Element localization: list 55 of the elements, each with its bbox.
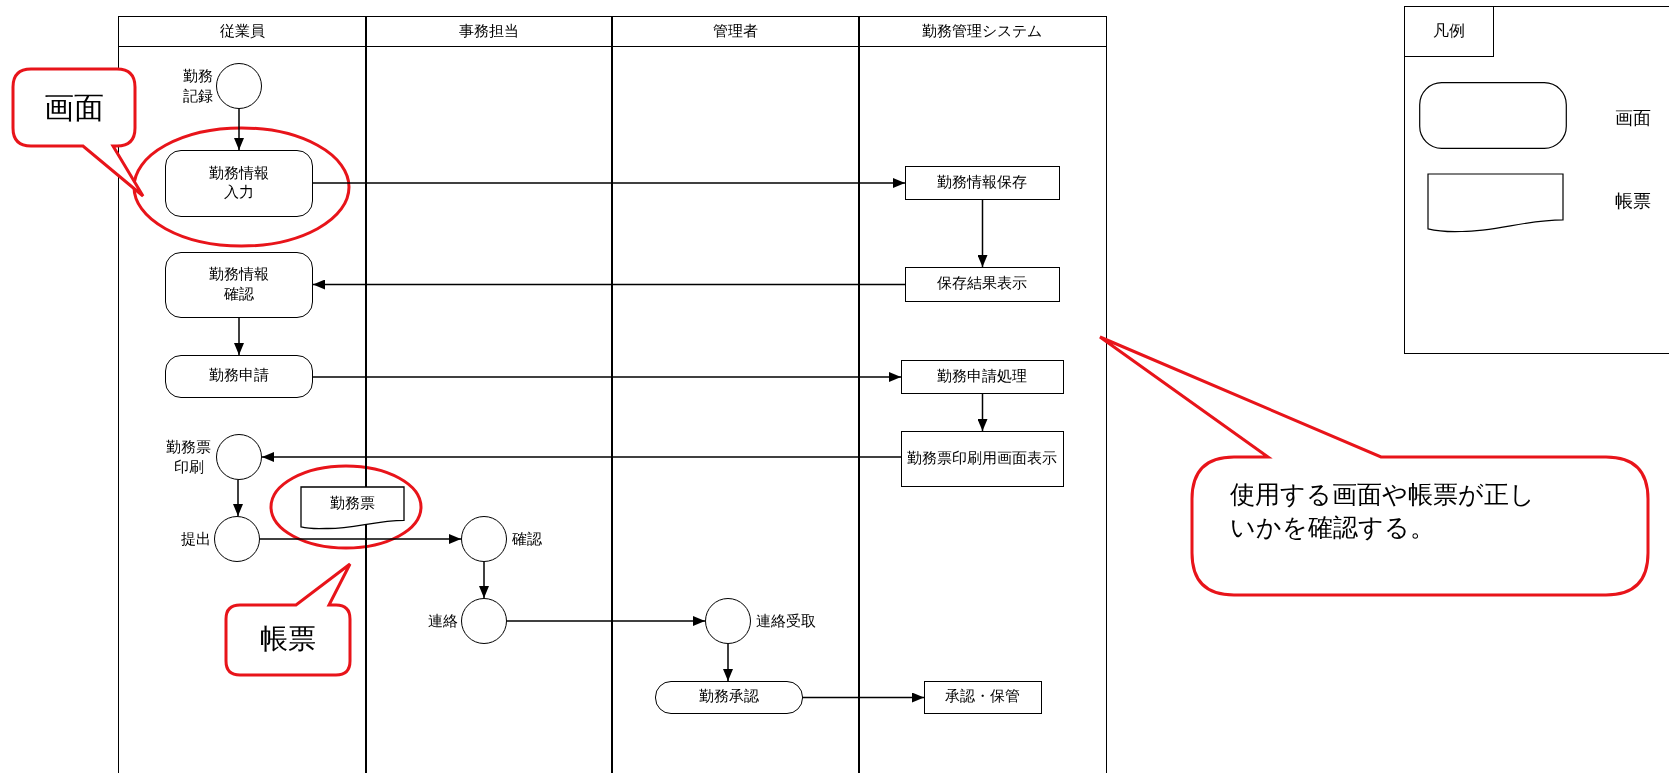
lane-heading: 事務担当 [366,17,612,47]
box-label: 勤務申請処理 [937,366,1027,387]
process-box [923,680,1042,714]
step-label: 連絡受取 [755,610,816,631]
process-box [904,266,1060,302]
arrow [233,479,243,517]
lane-heading: 勤務管理システム [859,17,1106,47]
step-label: 連絡 [427,610,458,631]
box-label: 勤務情報確認 [207,265,270,304]
arrow [312,178,906,188]
box-label: 勤務票印刷用画面表示 [907,448,1057,469]
arrow [259,534,462,544]
box-label: 勤務申請 [208,366,269,386]
swimlane [611,16,860,773]
screen-box [164,251,313,318]
arrow [506,616,706,626]
arrow [479,561,489,599]
lane-heading: 管理者 [612,17,859,47]
swimlane [858,16,1107,773]
arrow [234,317,244,356]
callout-bubble [1097,334,1651,598]
box-label: 承認・保管 [945,687,1020,707]
process-box [900,430,1064,487]
callout-text: 帳票 [258,621,317,658]
screen-box [654,680,803,714]
box-label: 勤務承認 [698,687,759,707]
box-label: 勤務情報保存 [937,172,1027,193]
arrow [234,108,244,151]
arrow [802,692,925,703]
screen-box [164,354,313,398]
legend-label: 画面 [1615,106,1651,130]
callout-text: 使用する画面や帳票が正しいかを確認する。 [1230,479,1536,544]
arrow [312,372,902,382]
legend-label: 帳票 [1615,189,1651,213]
process-box [900,359,1064,394]
document-shape [300,486,405,530]
arrow [977,199,988,268]
step-label: 提出 [180,528,211,549]
document-label: 勤務票 [329,494,376,514]
box-label: 勤務情報入力 [207,163,270,203]
step-label: 確認 [511,528,542,549]
step-label: 勤務票印刷 [165,436,212,477]
box-label: 保存結果表示 [937,274,1027,294]
arrow [977,393,988,432]
callout-bubble [222,560,353,678]
screen-box [164,149,313,217]
step-label: 勤務記録 [181,65,213,106]
process-box [904,165,1060,200]
callout-text: 画面 [43,89,105,127]
arrow [261,452,902,462]
lane-heading: 従業員 [119,17,366,47]
legend-title: 凡例 [1405,7,1494,57]
arrow [723,643,733,682]
callout-bubble [10,66,146,199]
arrow [312,279,906,290]
